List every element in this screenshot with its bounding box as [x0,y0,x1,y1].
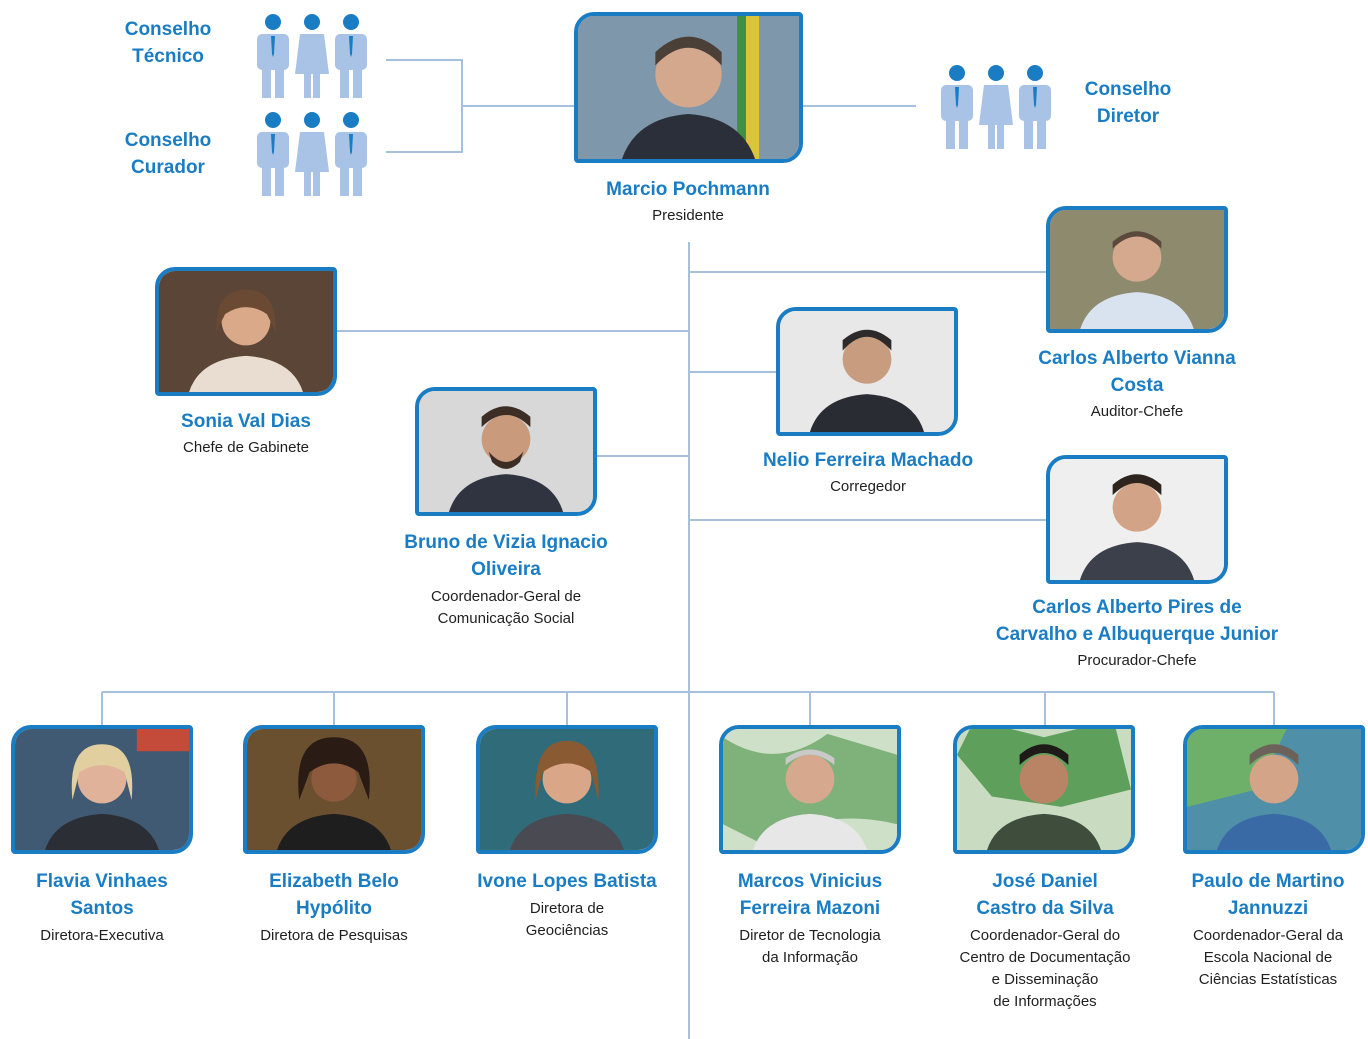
person-portrait-icon [1187,729,1361,850]
comunicacao-name: Bruno de Vizia Ignacio Oliveira [404,532,608,580]
tecnologia-photo [719,725,901,854]
geociencias-role: Diretora de Geociências [525,900,609,939]
chefe-gabinete-role: Chefe de Gabinete [183,439,309,456]
comunicacao-role: Coordenador-Geral de Comunicação Social [430,588,582,627]
person-portrait-icon [957,729,1131,850]
president-name: Marcio Pochmann [606,179,770,200]
pesquisas-role: Diretora de Pesquisas [260,927,408,944]
person-portrait-icon [780,311,954,432]
person-portrait-icon [1050,459,1224,580]
person-portrait-icon [480,729,654,850]
president-photo [574,12,803,163]
person-portrait-icon [159,271,333,392]
people-group-icon [941,65,1051,149]
comunicacao-photo [415,387,597,516]
executiva-role: Diretora-Executiva [40,927,164,944]
person-portrait-icon [578,16,799,159]
conselho-tecnico-label: Conselho Técnico [124,19,212,67]
tecnologia-role: Diretor de Tecnologia da Informação [739,927,881,966]
person-portrait-icon [419,391,593,512]
ence-role: Coordenador-Geral da Escola Nacional de … [1192,927,1344,988]
pesquisas-name: Elizabeth Belo Hypólito [269,871,399,919]
corregedor-name: Nelio Ferreira Machado [762,450,974,471]
procurador-photo [1046,455,1228,584]
chefe-gabinete-name: Sonia Val Dias [181,411,311,432]
auditor-name: Carlos Alberto Vianna Costa [1038,348,1236,396]
pesquisas-photo [243,725,425,854]
people-group-icon [257,112,367,196]
person-portrait-icon [1050,210,1224,329]
documentacao-photo [953,725,1135,854]
person-portrait-icon [247,729,421,850]
people-group-icon [257,14,367,98]
executiva-name: Flavia Vinhaes Santos [36,871,168,919]
ence-photo [1183,725,1365,854]
procurador-name: Carlos Alberto Pires de Carvalho e Albuq… [995,597,1279,645]
geociencias-name: Ivone Lopes Batista [477,871,657,892]
chefe-gabinete-photo [155,267,337,396]
person-portrait-icon [723,729,897,850]
documentacao-name: José Daniel Castro da Silva [976,871,1114,919]
president-role: Presidente [652,207,724,224]
tecnologia-name: Marcos Vinicius Ferreira Mazoni [737,871,883,919]
executiva-photo [11,725,193,854]
ence-name: Paulo de Martino Jannuzzi [1191,871,1345,919]
conselho-curador-label: Conselho Curador [124,130,212,178]
procurador-role: Procurador-Chefe [1077,652,1197,669]
documentacao-role: Coordenador-Geral do Centro de Documenta… [959,927,1131,1010]
corregedor-photo [776,307,958,436]
auditor-role: Auditor-Chefe [1090,403,1184,420]
conselho-diretor-label: Conselho Diretor [1084,79,1172,127]
corregedor-role: Corregedor [830,478,906,495]
auditor-photo [1046,206,1228,333]
geociencias-photo [476,725,658,854]
person-portrait-icon [15,729,189,850]
